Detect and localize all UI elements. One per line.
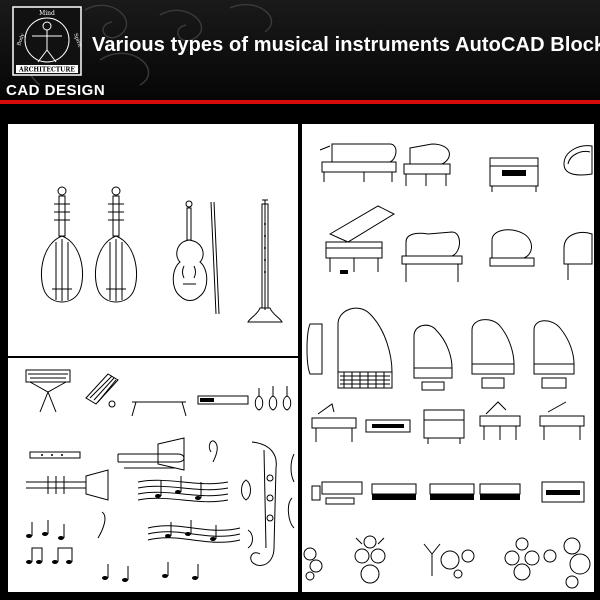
guzheng-drawing bbox=[197, 395, 249, 405]
brass-and-notes-panel bbox=[8, 358, 298, 592]
accent-bar bbox=[0, 100, 600, 104]
grand-piano-plan-1 bbox=[306, 323, 323, 375]
zither-drawing bbox=[85, 373, 119, 408]
header-banner: Mind Body Spirit ARCHITECTURE Various ty… bbox=[0, 0, 600, 104]
grand-piano-open-drawing bbox=[319, 143, 397, 182]
saxophone-drawing bbox=[250, 441, 295, 566]
recorder-drawing bbox=[29, 451, 81, 459]
pipa-drawing-1 bbox=[41, 186, 83, 303]
svg-text:Mind: Mind bbox=[39, 10, 55, 17]
trumpet-drawing bbox=[26, 469, 109, 501]
small-violins-drawing bbox=[254, 386, 292, 411]
piano-elevations-row bbox=[311, 401, 585, 444]
grand-piano-drawing-3 bbox=[489, 229, 535, 267]
page-title: Various types of musical instruments Aut… bbox=[92, 34, 600, 56]
upright-piano-drawing bbox=[489, 157, 539, 192]
drum-kit-row bbox=[303, 535, 591, 589]
pipa-drawing-2 bbox=[95, 186, 137, 303]
keyboard-stand-drawing bbox=[25, 369, 71, 413]
preview-area bbox=[0, 108, 600, 600]
grand-piano-plan-4 bbox=[471, 319, 515, 389]
trombone-drawing bbox=[117, 437, 185, 471]
pianos-panel bbox=[302, 124, 594, 592]
grand-piano-large-drawing bbox=[325, 205, 396, 274]
small-keyboard-drawing bbox=[131, 401, 187, 417]
svg-text:ARCHITECTURE: ARCHITECTURE bbox=[18, 67, 75, 74]
grand-piano-plan-5 bbox=[533, 320, 575, 389]
architecture-logo: Mind Body Spirit ARCHITECTURE bbox=[12, 6, 82, 76]
music-notes-drawing bbox=[26, 440, 253, 582]
flute-drawing bbox=[247, 199, 283, 323]
grand-piano-plan-2 bbox=[337, 307, 393, 389]
grand-piano-drawing-4 bbox=[563, 232, 593, 280]
brand-label: CAD DESIGN bbox=[6, 82, 106, 99]
grand-piano-plan-3 bbox=[413, 324, 453, 391]
grand-piano-drawing-2 bbox=[403, 143, 451, 186]
grand-piano-side-drawing bbox=[401, 231, 463, 282]
svg-text:Body: Body bbox=[16, 33, 26, 47]
piano-keyboards-row bbox=[311, 481, 585, 505]
svg-text:Spirit: Spirit bbox=[72, 33, 82, 48]
grand-piano-top-drawing bbox=[563, 145, 593, 176]
string-instruments-panel bbox=[8, 124, 298, 356]
violin-drawing bbox=[172, 200, 220, 315]
